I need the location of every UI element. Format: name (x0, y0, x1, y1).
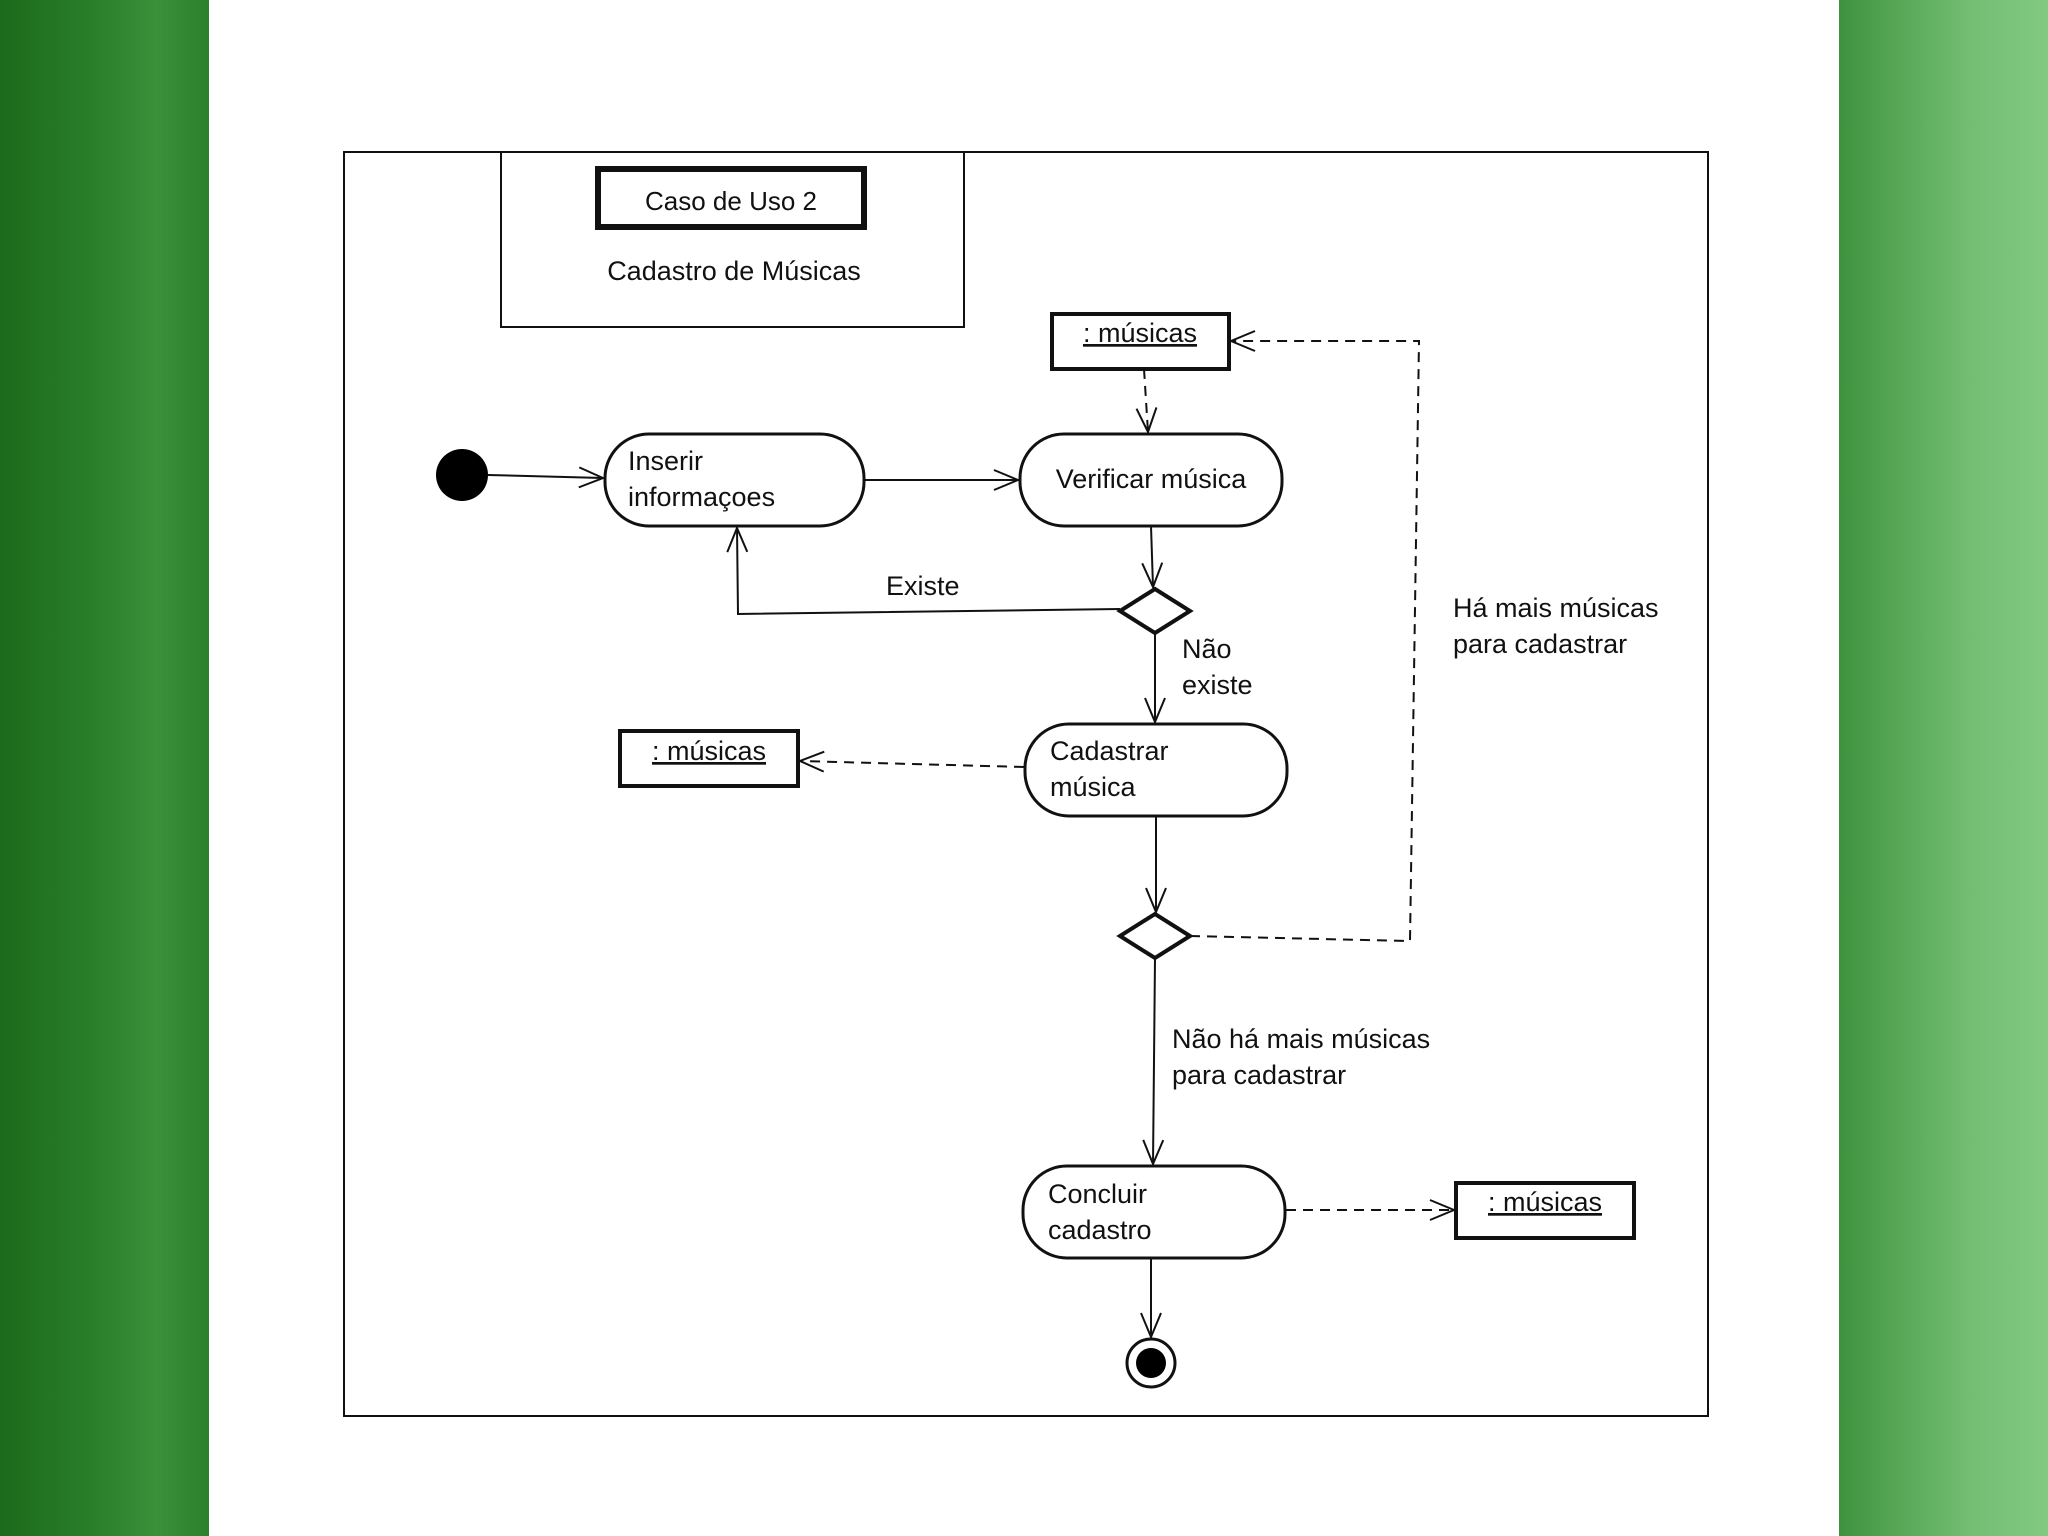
initial-node (436, 449, 488, 501)
flow-ha-mais-loop (1189, 330, 1421, 943)
use-case-badge-label: Caso de Uso 2 (645, 186, 817, 216)
object-musicas-top-label: : músicas (1083, 318, 1197, 348)
activity-concluir-line2: cadastro (1048, 1215, 1152, 1245)
activity-verificar-label: Verificar música (1056, 464, 1248, 494)
activity-inserir-line2: informaçoes (628, 482, 775, 512)
flow-verificar-to-decision (1141, 525, 1164, 590)
use-case-badge (595, 166, 867, 230)
final-node-core (1136, 1348, 1166, 1378)
guard-nao-ha-mais-line1: Não há mais músicas (1172, 1024, 1430, 1054)
flow-existe-back (726, 525, 1121, 616)
left-green-border (0, 0, 209, 1536)
flow-initial-to-inserir (487, 466, 606, 489)
activity-cadastrar-line1: Cadastrar (1050, 736, 1169, 766)
object-musicas-left-label: : músicas (652, 736, 766, 766)
guard-nao-existe-line1: Não (1182, 634, 1232, 664)
guard-nao-existe-line2: existe (1182, 670, 1253, 700)
guard-existe: Existe (886, 571, 960, 601)
right-green-border (1839, 0, 2048, 1536)
object-musicas-top (1050, 312, 1231, 371)
activity-inserir-line1: Inserir (628, 446, 703, 476)
objflow-cadastrar-to-musicas (797, 750, 1025, 773)
guard-nao-ha-mais-line2: para cadastrar (1172, 1060, 1346, 1090)
object-musicas-right-label: : músicas (1488, 1187, 1602, 1217)
guard-ha-mais-line1: Há mais músicas (1453, 593, 1659, 623)
flow-nao-ha-mais (1142, 957, 1165, 1167)
decision-mais-musicas (1116, 911, 1194, 961)
diagram-frame (343, 151, 1709, 1417)
objflow-musicas-to-verificar (1135, 368, 1158, 435)
use-case-name: Cadastro de Músicas (607, 256, 861, 286)
activity-concluir-line1: Concluir (1048, 1179, 1147, 1209)
activity-cadastrar-line2: música (1050, 772, 1137, 802)
guard-ha-mais-line2: para cadastrar (1453, 629, 1627, 659)
decision-existe (1116, 586, 1194, 636)
